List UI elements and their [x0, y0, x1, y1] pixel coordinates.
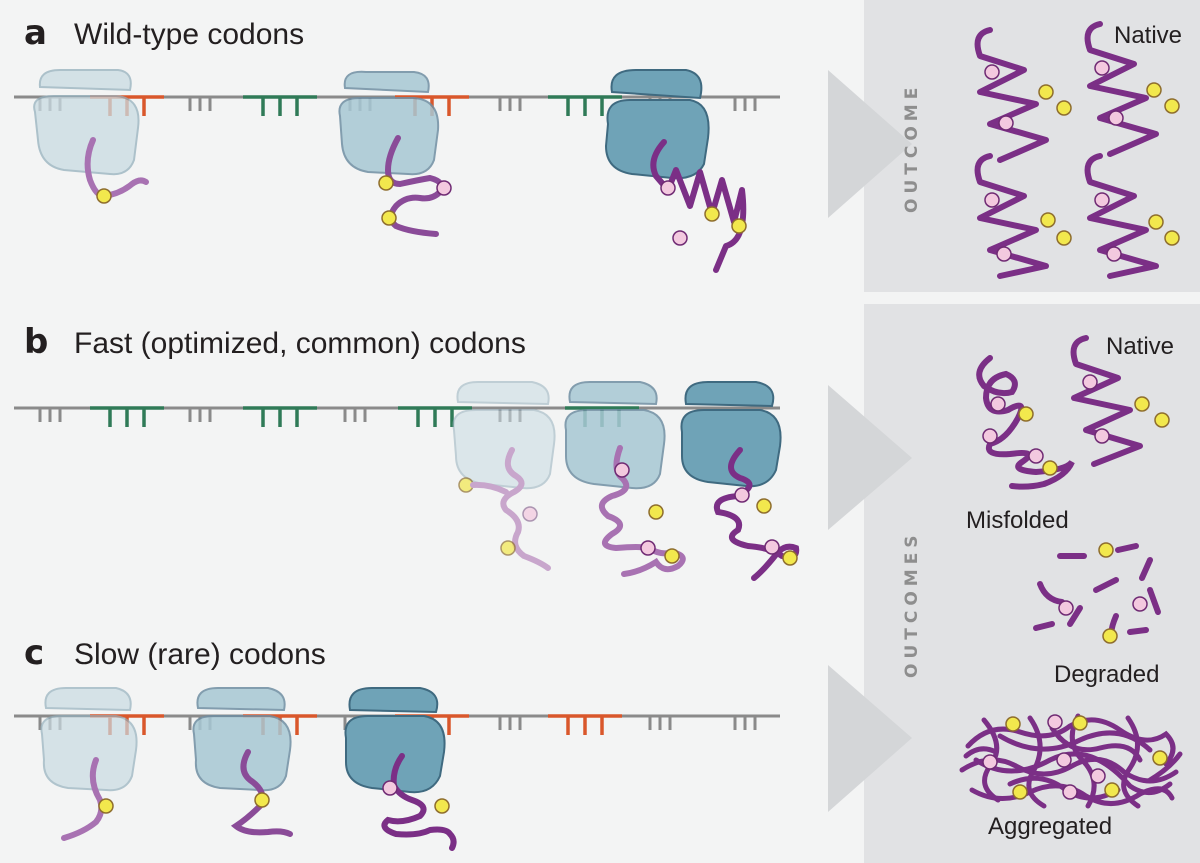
yellow-residue [648, 504, 664, 520]
yellow-residue [96, 188, 112, 204]
panel-b-letter: b [24, 322, 48, 362]
label-aggregated: Aggregated [988, 813, 1112, 840]
pink-residue [522, 506, 538, 522]
panel-b-title: Fast (optimized, common) codons [74, 327, 526, 360]
yellow-residue [1072, 715, 1088, 731]
pink-residue [764, 539, 780, 555]
ribosome-c2 [192, 687, 292, 792]
yellow-residue [1104, 782, 1120, 798]
ribosome-a1 [33, 69, 140, 176]
label-native-a: Native [1114, 22, 1182, 49]
outcome-tag-a: OUTCOME [902, 83, 922, 213]
panel-c-letter: c [24, 633, 44, 673]
pink-residue [660, 180, 676, 196]
common-codons [243, 95, 622, 116]
yellow-residue [1098, 542, 1114, 558]
native-protein [1084, 153, 1180, 279]
yellow-residue [1005, 716, 1021, 732]
yellow-residue [434, 798, 450, 814]
pink-residue [734, 487, 750, 503]
pink-residue [614, 462, 630, 478]
peptide-b1-tail [470, 481, 509, 495]
native-protein [1070, 335, 1170, 467]
yellow-residue [704, 206, 720, 222]
ribosome-b1 [452, 381, 556, 490]
pink-residue [1056, 752, 1072, 768]
common-codons [90, 406, 639, 427]
panel-a-letter: a [24, 13, 47, 53]
pink-residue [1062, 784, 1078, 800]
pink-residue [1058, 600, 1074, 616]
ribosome-a3 [604, 69, 710, 180]
native-protein [974, 153, 1072, 279]
peptide-b3 [714, 447, 800, 581]
yellow-residue [731, 218, 747, 234]
label-native-b: Native [1106, 333, 1174, 360]
peptide-b2 [599, 445, 686, 577]
yellow-residue [756, 498, 772, 514]
yellow-residue [381, 210, 397, 226]
pink-residue [1047, 714, 1063, 730]
arrow-c [828, 665, 912, 812]
pink-residue [382, 780, 398, 796]
ribosome-c1 [40, 687, 138, 792]
aggregated-proteins [959, 713, 1183, 809]
ribosome-c3 [344, 687, 446, 794]
yellow-residue [254, 792, 270, 808]
peptide-c3 [381, 753, 457, 851]
pink-residue [1090, 768, 1106, 784]
yellow-residue [782, 550, 798, 566]
panel-a-title: Wild-type codons [74, 18, 304, 51]
pink-residue [1132, 596, 1148, 612]
peptide-c2 [230, 749, 293, 837]
arrow-a [828, 70, 912, 218]
misfolded-protein [976, 355, 1075, 490]
ribosome-b2 [564, 381, 666, 490]
pink-residue [672, 230, 688, 246]
yellow-residue [664, 548, 680, 564]
ribosome-b3 [680, 381, 782, 488]
ribosome-a2 [338, 70, 440, 176]
pink-residue [640, 540, 656, 556]
arrow-b [828, 385, 912, 530]
native-protein [1084, 21, 1180, 157]
pink-residue [436, 180, 452, 196]
yellow-residue [98, 798, 114, 814]
label-misfolded: Misfolded [966, 507, 1069, 534]
yellow-residue [1012, 784, 1028, 800]
panel-c-title: Slow (rare) codons [74, 638, 326, 671]
yellow-residue [500, 540, 516, 556]
yellow-residue [378, 175, 394, 191]
yellow-residue [1152, 750, 1168, 766]
pink-residue [982, 754, 998, 770]
yellow-residue [1102, 628, 1118, 644]
peptide-b1 [500, 447, 551, 571]
panel-b-mrna [14, 406, 780, 427]
outcome-tag-bc: OUTCOMES [902, 530, 922, 678]
label-degraded: Degraded [1054, 661, 1159, 688]
native-protein [974, 27, 1072, 163]
